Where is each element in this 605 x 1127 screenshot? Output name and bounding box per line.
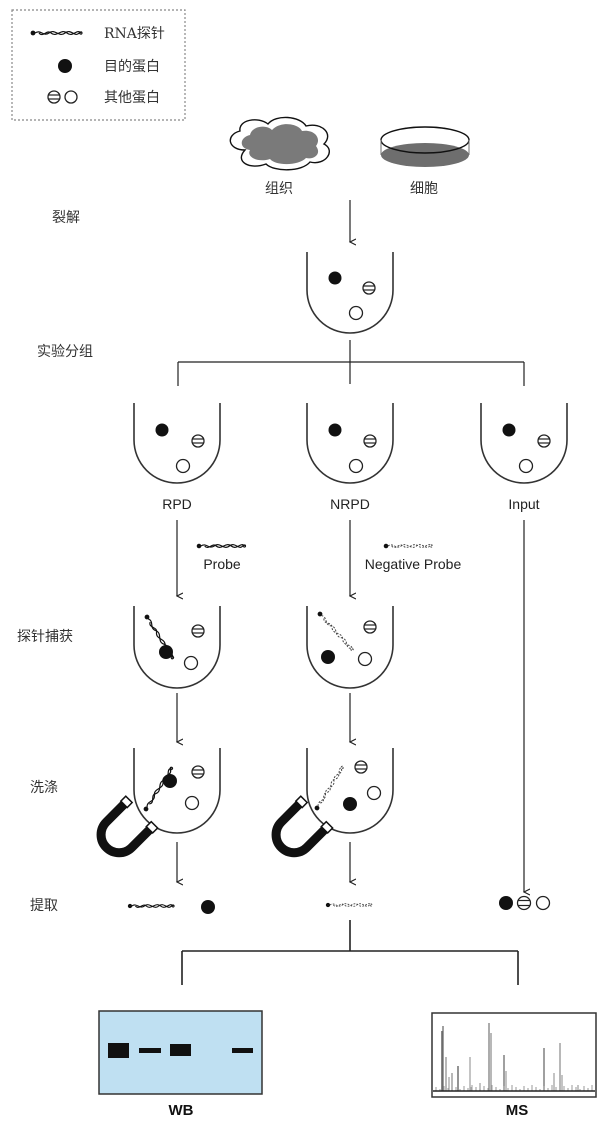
legend: RNA探针 目的蛋白 其他蛋白	[11, 9, 186, 121]
input-extracted-proteins	[499, 895, 551, 911]
mass-spectrum	[431, 1012, 597, 1098]
ms-frame	[431, 1012, 597, 1098]
probe-label: Probe	[203, 556, 241, 572]
wb-band-1	[108, 1043, 129, 1058]
target-protein-icon	[58, 59, 72, 73]
rpd-extracted-probe	[127, 903, 175, 909]
cells-label: 细胞	[410, 181, 438, 197]
legend-label-target-protein: 目的蛋白	[104, 59, 160, 75]
wb-label: WB	[169, 1102, 194, 1119]
group-label-input: Input	[508, 496, 539, 512]
group-label-nrpd: NRPD	[330, 496, 370, 512]
wash-tube-rpd	[133, 748, 221, 834]
lysate-tube	[306, 252, 394, 334]
capture-tube-nrpd	[306, 606, 394, 689]
grouping-bracket	[177, 340, 525, 386]
probe-icon	[196, 543, 247, 549]
step-label-lysis: 裂解	[52, 210, 80, 226]
group-tube-input	[480, 403, 568, 484]
target-protein	[328, 271, 342, 285]
other-protein-icon	[47, 90, 78, 104]
wash-tube-nrpd	[306, 748, 394, 834]
legend-label-rna-probe: RNA探针	[104, 26, 165, 42]
magnet-icon-nrpd	[265, 796, 332, 863]
tissue-icon	[229, 116, 330, 171]
ms-peaks	[435, 1023, 593, 1091]
negative-probe-label: Negative Probe	[365, 556, 462, 572]
western-blot	[98, 1010, 263, 1095]
legend-label-other-protein: 其他蛋白	[104, 90, 160, 106]
tissue-label: 组织	[265, 181, 293, 197]
legend-border	[11, 9, 186, 121]
other-protein-open	[348, 305, 364, 321]
rpd-extracted-target-protein	[201, 900, 215, 914]
nrpd-extracted-probe	[325, 902, 373, 908]
negative-probe-icon	[383, 543, 434, 549]
output-bracket	[181, 920, 519, 985]
group-tube-nrpd	[306, 403, 394, 484]
wb-band-3	[170, 1044, 191, 1056]
group-tube-rpd	[133, 403, 221, 484]
step-label-wash: 洗涤	[30, 780, 58, 796]
cell-dish-icon	[380, 126, 470, 167]
wb-band-4	[232, 1048, 253, 1053]
rna-probe-icon	[30, 30, 83, 37]
step-label-grouping: 实验分组	[37, 344, 93, 360]
capture-tube-rpd	[133, 606, 221, 689]
step-label-probe-capture: 探针捕获	[17, 629, 73, 645]
ms-label: MS	[506, 1102, 529, 1119]
group-label-rpd: RPD	[162, 496, 192, 512]
wb-band-2	[139, 1048, 161, 1053]
step-label-extract: 提取	[30, 898, 58, 914]
other-protein-striped	[362, 281, 376, 295]
